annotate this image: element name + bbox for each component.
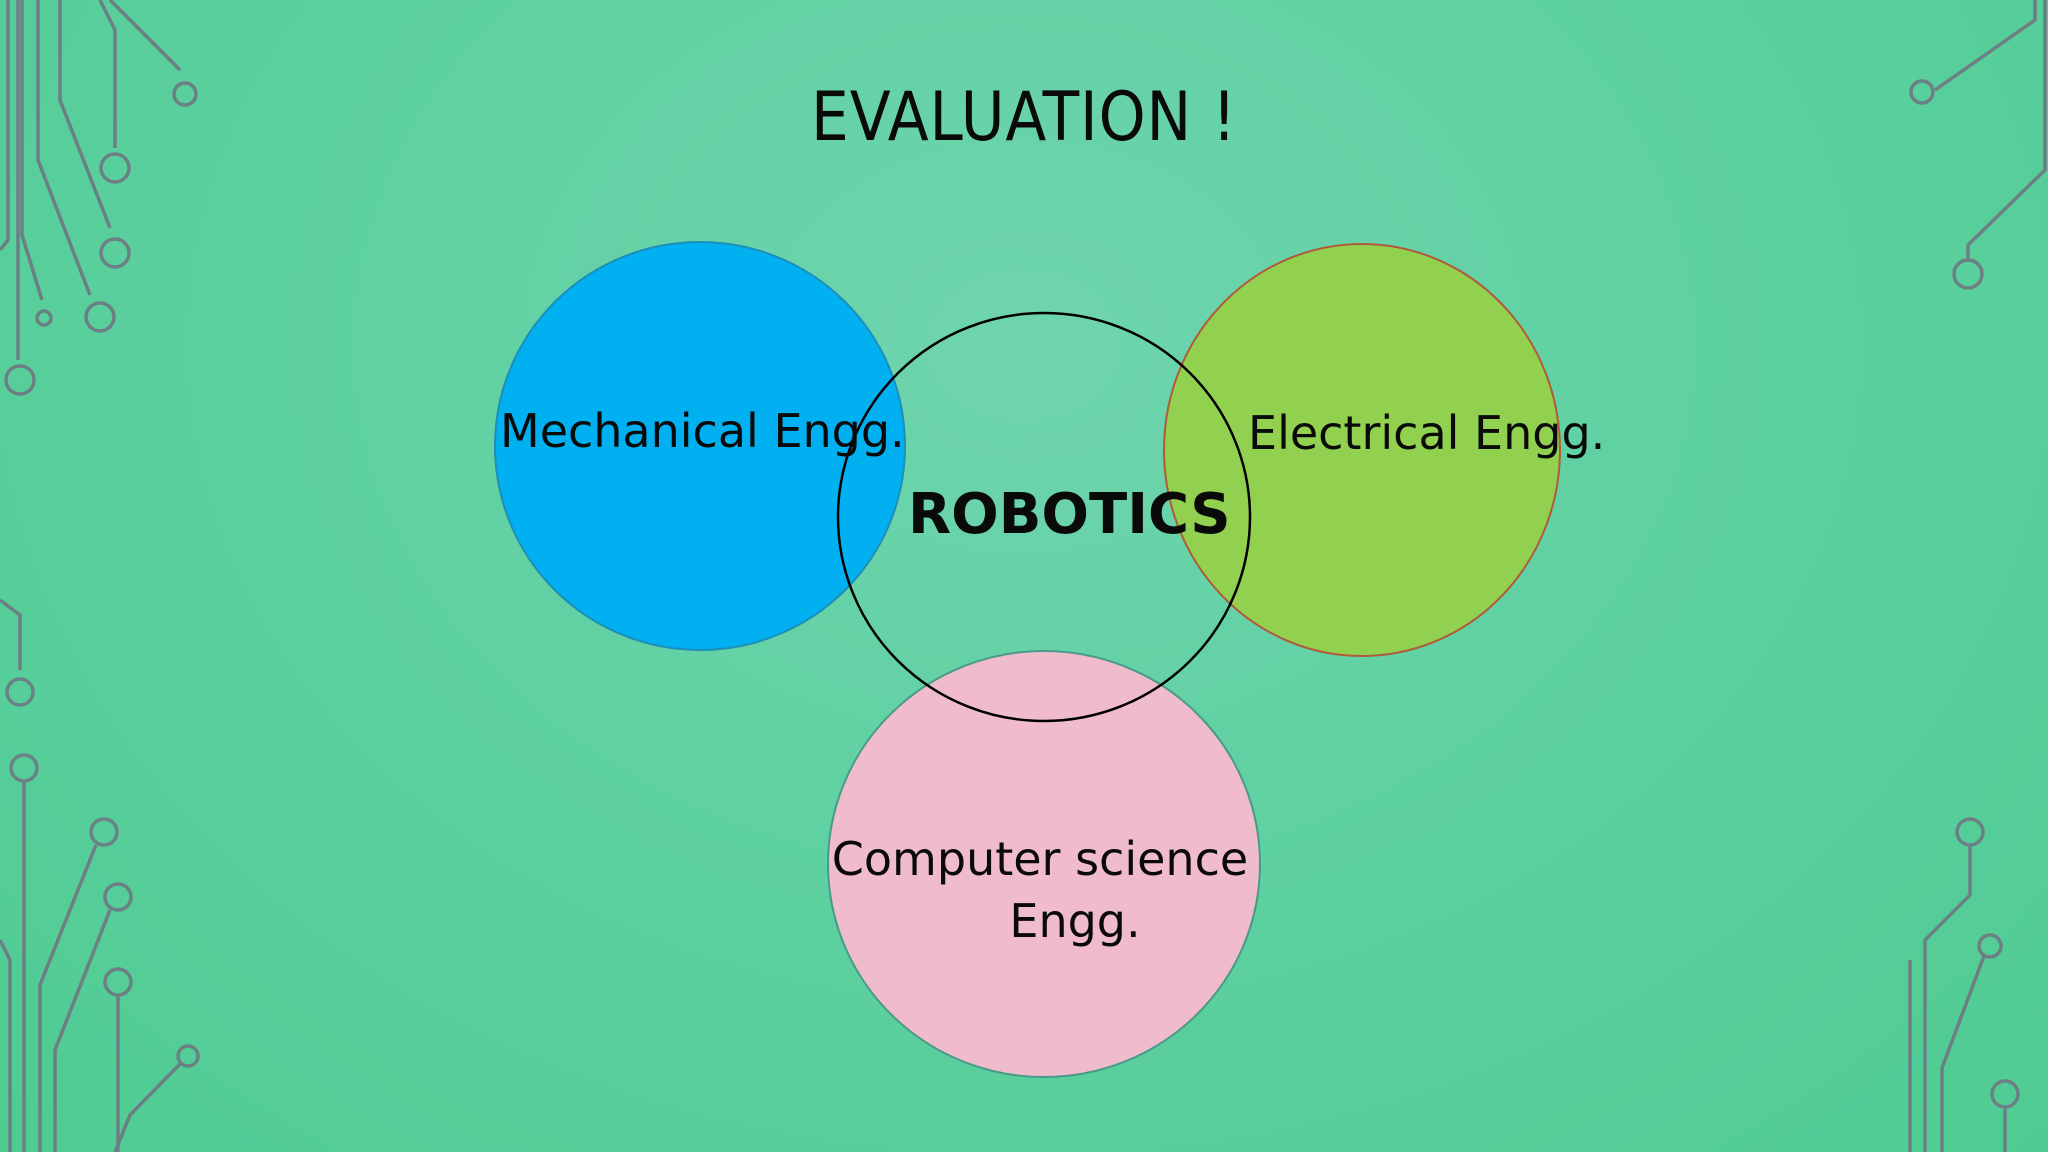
label-mechanical: Mechanical Engg. xyxy=(500,404,905,458)
label-computer-science-line2: Engg. xyxy=(1009,894,1141,948)
circle-computer-science xyxy=(827,650,1261,1078)
slide-title: EVALUATION ! xyxy=(811,78,1237,157)
label-computer-science: Computer science Engg. xyxy=(820,828,1260,952)
circle-mechanical xyxy=(494,241,906,651)
label-electrical: Electrical Engg. xyxy=(1248,406,1606,460)
label-robotics: ROBOTICS xyxy=(908,482,1231,547)
circle-electrical xyxy=(1163,243,1561,657)
circle-robotics xyxy=(836,311,1252,723)
label-computer-science-line1: Computer science xyxy=(831,832,1249,886)
